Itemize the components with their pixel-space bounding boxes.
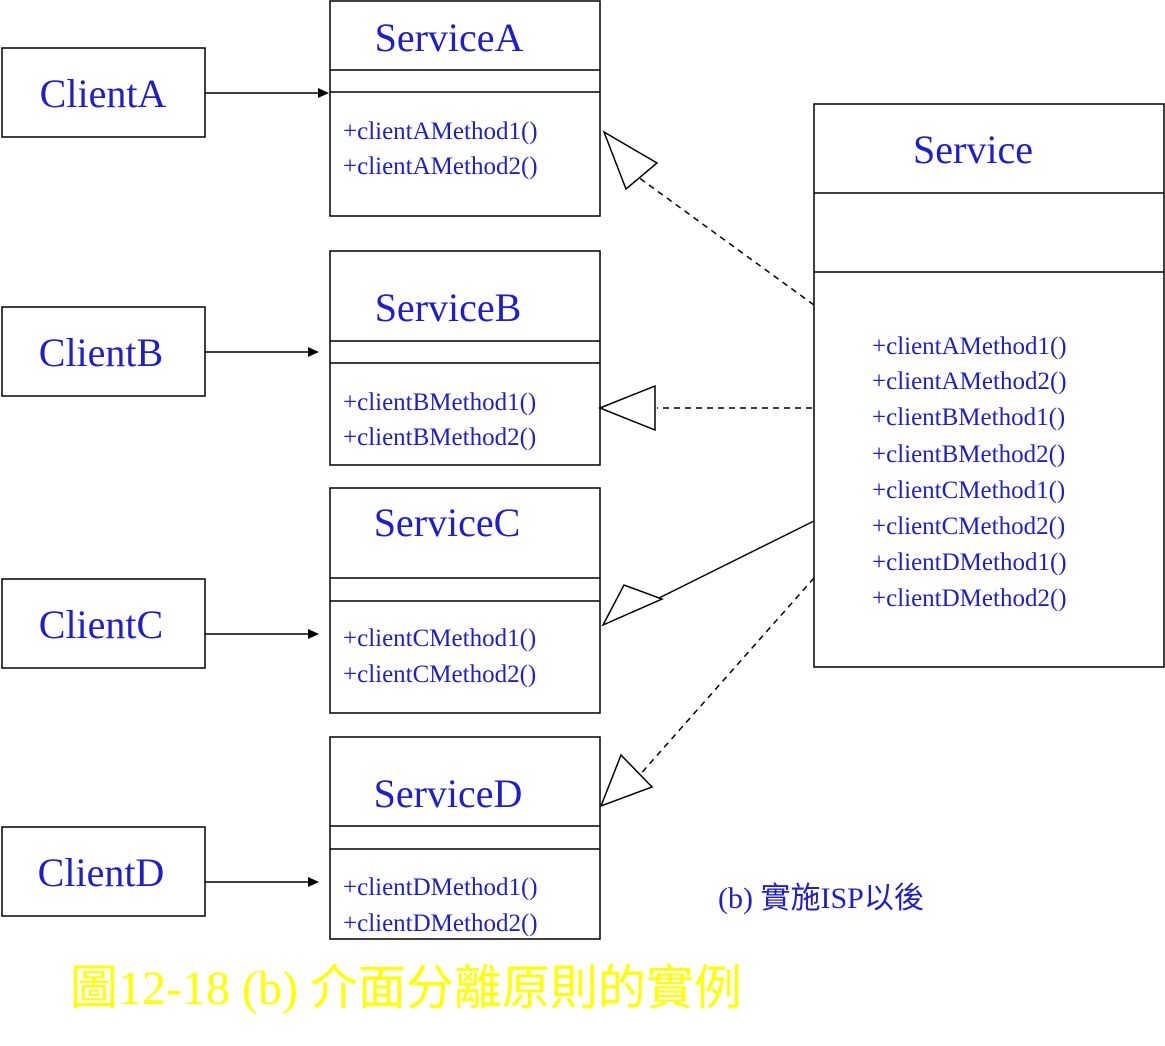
client-d-box[interactable]: ClientD [1,826,206,917]
client-d-label: ClientD [38,850,165,895]
main-service-method: +clientAMethod2() [872,368,1067,395]
client-a-to-service-a-arrow [205,88,329,98]
service-realizes-service-a-arrow [602,130,815,306]
service-d-method-1: +clientDMethod1() [343,874,538,901]
client-a-box[interactable]: ClientA [1,47,206,138]
diagram-caption: (b) 實施ISP以後 [718,882,924,915]
client-b-to-service-b-arrow [205,347,319,357]
client-b-box[interactable]: ClientB [1,306,206,397]
service-realizes-service-b-arrow [597,384,812,432]
service-extends-service-c-arrow [601,520,815,627]
main-service-method: +clientDMethod2() [872,585,1067,612]
service-d-title: ServiceD [374,771,523,816]
client-b-label: ClientB [39,330,163,375]
service-b-method-1: +clientBMethod1() [343,389,536,416]
main-service-method: +clientCMethod2() [872,513,1065,540]
main-service-method: +clientBMethod1() [872,404,1065,431]
service-c-title: ServiceC [374,500,521,545]
service-a-title: ServiceA [375,15,524,60]
figure-title: 圖12-18 (b) 介面分離原則的實例 [70,962,742,1015]
main-service-method: +clientCMethod1() [872,477,1065,504]
client-c-box[interactable]: ClientC [1,578,206,669]
client-a-label: ClientA [40,71,167,116]
service-realizes-service-d-arrow [599,577,815,808]
client-c-to-service-c-arrow [205,629,319,639]
service-a-method-1: +clientAMethod1() [343,118,538,145]
main-service-title: Service [913,127,1033,172]
service-a-box[interactable]: ServiceA +clientAMethod1() +clientAMetho… [329,0,601,217]
service-c-method-1: +clientCMethod1() [343,625,536,652]
service-c-box[interactable]: ServiceC +clientCMethod1() +clientCMetho… [329,487,601,714]
client-c-label: ClientC [39,602,163,647]
service-d-box[interactable]: ServiceD +clientDMethod1() +clientDMetho… [329,736,601,940]
main-service-method: +clientAMethod1() [872,333,1067,360]
client-d-to-service-d-arrow [205,877,319,887]
service-a-method-2: +clientAMethod2() [343,153,538,180]
main-service-method: +clientDMethod1() [872,549,1067,576]
service-c-method-2: +clientCMethod2() [343,661,536,688]
service-d-method-2: +clientDMethod2() [343,910,538,937]
service-b-title: ServiceB [375,285,522,330]
service-b-method-2: +clientBMethod2() [343,424,536,451]
service-b-box[interactable]: ServiceB +clientBMethod1() +clientBMetho… [329,250,601,466]
main-service-method: +clientBMethod2() [872,441,1065,468]
main-service-box[interactable]: Service +clientAMethod1() +clientAMethod… [813,103,1165,668]
